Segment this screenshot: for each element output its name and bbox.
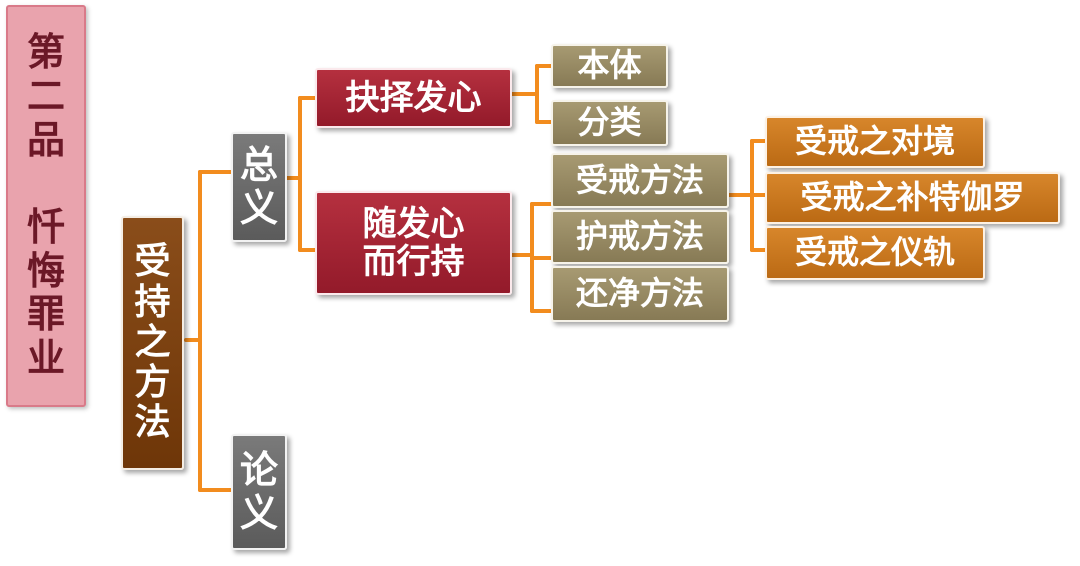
node-huanjing-fangfa: 还净方法: [551, 266, 729, 322]
node-zongyi: 总 义: [231, 132, 287, 242]
node-shoujie-fangfa: 受戒方法: [551, 153, 729, 208]
section-title: 第 二 品 忏 悔 罪 业: [6, 5, 86, 407]
node-hujie-fangfa: 护戒方法: [551, 210, 729, 264]
node-lunyi: 论 义: [231, 434, 287, 550]
node-fenlei: 分类: [551, 100, 668, 146]
root-node: 受 持 之 方 法: [121, 216, 184, 470]
node-shoujie-butejialuo: 受戒之补特伽罗: [765, 172, 1060, 224]
node-benti: 本体: [551, 44, 668, 88]
node-shoujie-yigui: 受戒之仪轨: [765, 226, 985, 280]
node-shoujie-duijing: 受戒之对境: [765, 116, 985, 168]
node-jueze-faxin: 抉择发心: [315, 68, 512, 128]
node-suifaxin-xingchi: 随发心而行持: [315, 191, 512, 295]
